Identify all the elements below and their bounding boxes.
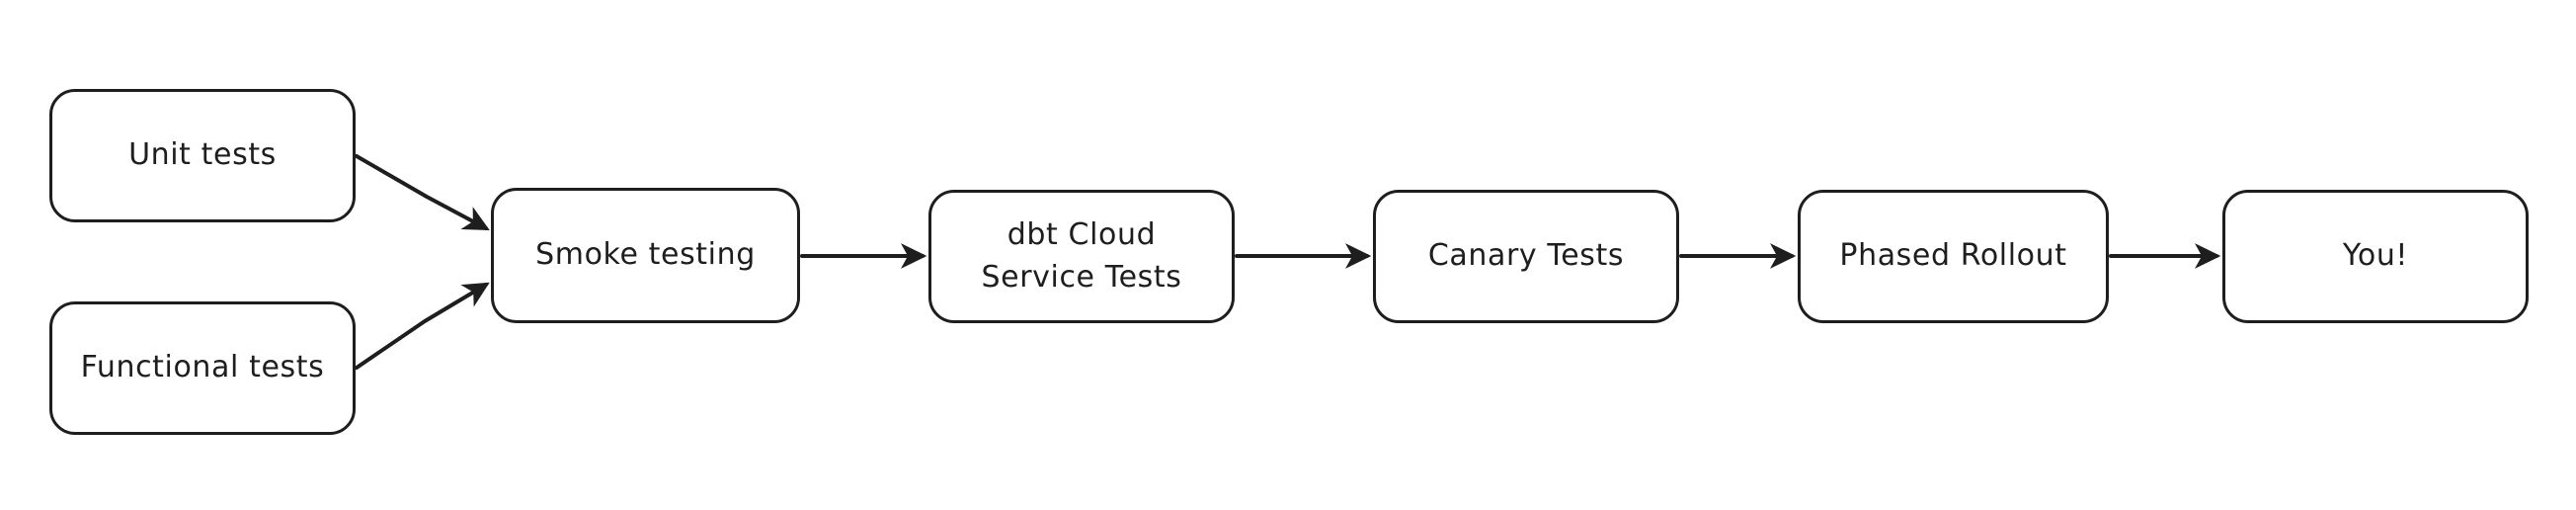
node-dbt-cloud-service-tests[interactable]: dbt Cloud Service Tests <box>928 190 1235 323</box>
node-phased-rollout[interactable]: Phased Rollout <box>1798 190 2109 323</box>
node-smoke-testing-label: Smoke testing <box>535 237 756 273</box>
node-unit-tests-label: Unit tests <box>128 137 277 173</box>
node-canary-tests-label: Canary Tests <box>1427 238 1625 274</box>
node-you[interactable]: You! <box>2222 190 2529 323</box>
node-functional-tests[interactable]: Functional tests <box>49 301 356 435</box>
edge-unit-to-smoke <box>355 154 490 231</box>
node-dbt-cloud-service-tests-label: dbt Cloud Service Tests <box>981 216 1182 295</box>
edge-functional-to-smoke <box>355 282 490 370</box>
node-functional-tests-label: Functional tests <box>80 350 325 385</box>
node-canary-tests[interactable]: Canary Tests <box>1373 190 1679 323</box>
node-you-label: You! <box>2342 238 2409 274</box>
node-unit-tests[interactable]: Unit tests <box>49 89 356 222</box>
node-phased-rollout-label: Phased Rollout <box>1839 238 2067 274</box>
node-smoke-testing[interactable]: Smoke testing <box>491 188 800 323</box>
